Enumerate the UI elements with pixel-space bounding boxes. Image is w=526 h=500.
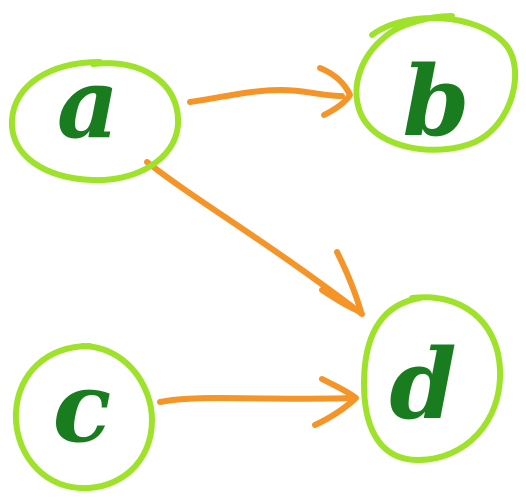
node-c: c	[12, 343, 155, 492]
edge-a-to-b-arrowhead	[317, 65, 353, 118]
node-b-ring	[353, 13, 519, 153]
edge-a-to-b	[187, 65, 353, 118]
edge-a-to-b-line	[187, 87, 345, 105]
edge-a-to-d-line	[144, 159, 365, 317]
edge-c-to-d-arrowhead	[312, 376, 359, 428]
node-c-ring	[12, 343, 155, 492]
edge-c-to-d-line	[157, 395, 355, 405]
edge-a-to-d	[144, 159, 365, 317]
node-d-ring	[361, 294, 504, 463]
node-b: b	[353, 13, 519, 158]
node-d-label: d	[389, 328, 456, 441]
edge-a-to-d-arrowhead	[319, 249, 364, 315]
node-a-label: a	[57, 47, 119, 160]
node-c-label: c	[53, 351, 111, 464]
nodes: a b c d	[8, 13, 519, 492]
node-b-label: b	[402, 45, 469, 158]
edges	[144, 65, 365, 428]
node-a-ring	[8, 59, 182, 184]
edge-c-to-d	[157, 376, 359, 428]
node-d: d	[361, 294, 504, 463]
node-a: a	[8, 47, 182, 184]
